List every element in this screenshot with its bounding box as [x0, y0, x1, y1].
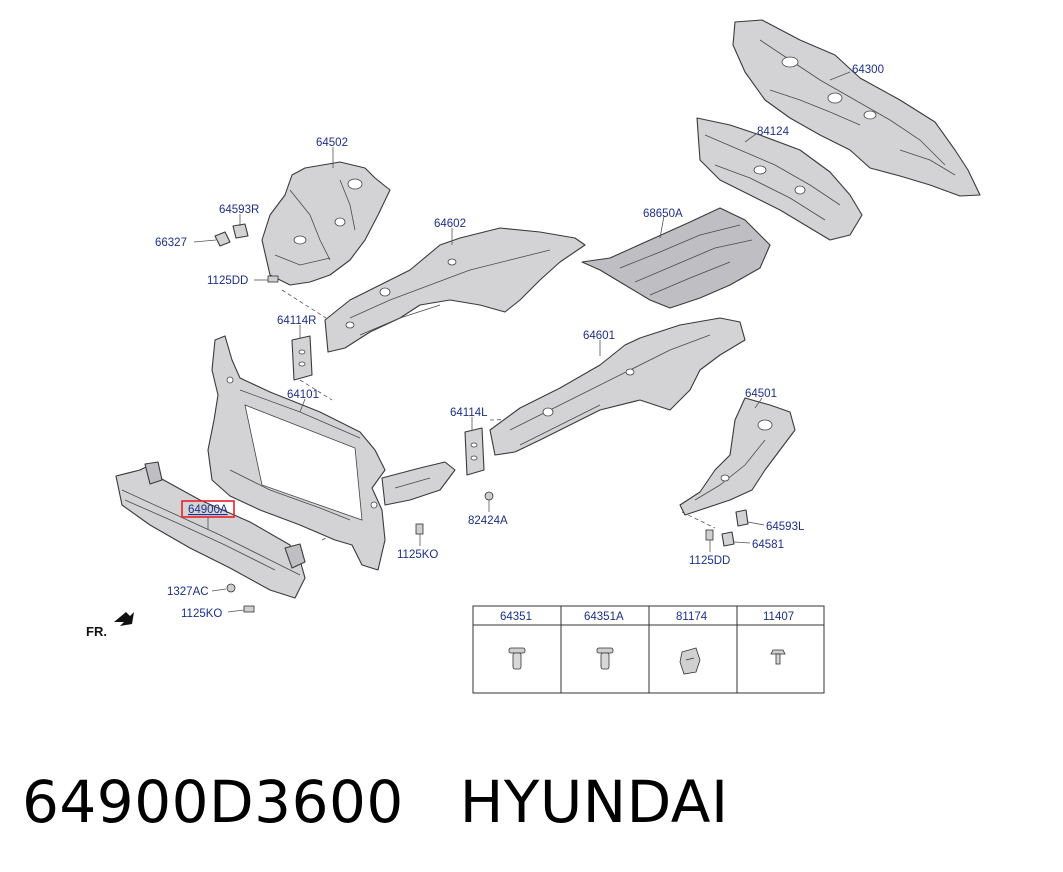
label-64593l: 64593L: [766, 521, 805, 533]
side-member-right-part: [324, 227, 586, 353]
clip-82424a: [484, 491, 494, 501]
label-82424a: 82424A: [468, 515, 508, 527]
label-1327ac: 1327AC: [167, 586, 209, 598]
label-68650a: 68650A: [643, 208, 683, 220]
direction-label: FR.: [86, 624, 107, 639]
table-header-64351a: 64351A: [584, 611, 624, 623]
label-64300: 64300: [852, 64, 884, 76]
bracket-left-part: [705, 509, 749, 547]
label-1125ko-middle: 1125KO: [397, 549, 438, 561]
screw-11407-icon: [770, 649, 786, 665]
label-64114l: 64114L: [450, 407, 488, 419]
plate-left-part: [464, 427, 485, 476]
bumper-beam-part: [115, 461, 306, 599]
nut-1327ac: [226, 583, 236, 593]
fastener-table: 64351 64351A 81174 11407: [472, 605, 825, 694]
label-66327: 66327: [155, 237, 187, 249]
plate-right-part: [291, 335, 313, 381]
front-direction-arrow-icon: [114, 612, 134, 626]
label-1125dd-bottom: 1125DD: [689, 555, 730, 567]
table-header-64351: 64351: [500, 611, 532, 623]
wheel-house-right-part: [261, 161, 391, 286]
bolt-1125dd-top: [267, 275, 279, 283]
wheel-house-left-part: [679, 397, 796, 516]
bolt-1125ko-bottom: [243, 605, 255, 613]
side-member-left-part: [489, 317, 746, 456]
label-64502: 64502: [316, 137, 348, 149]
bolt-1125ko-middle: [415, 523, 424, 535]
front-carrier-part: [207, 335, 456, 571]
label-64101: 64101: [287, 389, 319, 401]
label-64900a[interactable]: 64900A: [188, 504, 228, 516]
label-64501: 64501: [745, 388, 777, 400]
bracket-right-part: [214, 223, 249, 247]
part-number: 64900D3600: [22, 768, 404, 836]
label-64114r: 64114R: [277, 315, 316, 327]
label-84124: 84124: [757, 126, 790, 138]
caption: 64900D3600 HYUNDAI: [22, 762, 729, 842]
label-64601: 64601: [583, 330, 615, 342]
label-64593r: 64593R: [219, 204, 259, 216]
table-header-81174: 81174: [676, 611, 708, 623]
insulator-pad-part: [581, 207, 771, 309]
label-1125dd-top: 1125DD: [207, 275, 248, 287]
label-1125ko-bottom: 1125KO: [181, 608, 222, 620]
label-64581: 64581: [752, 539, 784, 551]
table-header-11407: 11407: [763, 611, 794, 623]
clip-81174-icon: [679, 647, 701, 675]
cowl-panel-part: [696, 117, 863, 241]
plug-64351a-icon: [596, 647, 614, 670]
plug-64351-icon: [508, 647, 526, 670]
dash-panel-part: [732, 19, 981, 197]
label-64602: 64602: [434, 218, 466, 230]
brand-name: HYUNDAI: [459, 768, 729, 836]
